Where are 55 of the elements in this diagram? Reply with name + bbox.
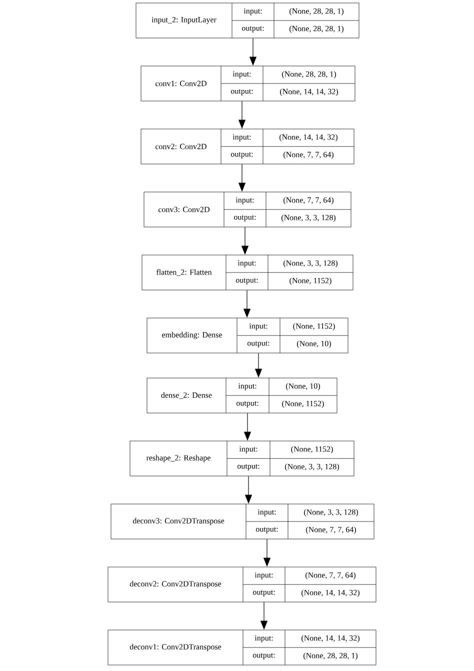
field-label: output: <box>247 341 270 348</box>
layer-name: flatten_2: Flatten <box>156 269 212 276</box>
field-label: input: <box>249 323 268 330</box>
field-label: output: <box>252 590 275 596</box>
field-label: output: <box>230 152 253 158</box>
layer-name: conv2: Conv2D <box>156 144 206 150</box>
shape-value: (None, 28, 28, 1) <box>290 8 344 16</box>
field-label: output: <box>236 401 258 408</box>
shape-value: (None, 1152) <box>291 446 333 454</box>
field-label: output: <box>230 89 253 96</box>
shape-value: (None, 28, 28, 1) <box>290 26 344 33</box>
shape-value: (None, 1152) <box>282 400 324 408</box>
shape-value: (None, 14, 14, 32) <box>302 590 360 597</box>
layer-name: deconv2: Conv2DTranspose <box>130 580 222 588</box>
field-label: input: <box>238 383 256 390</box>
field-label: output: <box>236 278 258 284</box>
shape-value: (None, 10) <box>297 340 331 348</box>
layer-name: reshape_2: Reshape <box>146 454 210 462</box>
shape-value: (None, 1152) <box>290 278 332 285</box>
field-label: input: <box>232 71 251 78</box>
shape-value: (None, 7, 7, 64) <box>306 526 356 534</box>
layer-name: input_2: InputLayer <box>152 16 216 24</box>
layer-name: dense_2: Dense <box>161 392 212 399</box>
shape-value: (None, 3, 3, 128) <box>285 464 339 471</box>
layer-name: deconv3: Conv2DTranspose <box>132 518 224 526</box>
field-label: input: <box>236 197 254 204</box>
shape-value: (None, 28, 28, 1) <box>304 652 358 660</box>
field-label: output: <box>256 527 278 534</box>
shape-value: (None, 3, 3, 128) <box>282 214 336 222</box>
field-label: input: <box>244 8 262 16</box>
field-label: output: <box>234 215 256 222</box>
field-label: output: <box>237 464 260 470</box>
shape-value: (None, 7, 7, 64) <box>284 197 334 204</box>
shape-value: (None, 1152) <box>293 323 335 330</box>
shape-value: (None, 7, 7, 64) <box>284 152 334 159</box>
shape-value: (None, 7, 7, 64) <box>306 572 356 580</box>
layer-name: conv1: Conv2D <box>156 80 206 86</box>
shape-value: (None, 3, 3, 128) <box>304 509 358 516</box>
shape-value: (None, 14, 14, 32) <box>302 635 360 642</box>
field-label: input: <box>239 446 258 454</box>
field-label: input: <box>232 134 251 142</box>
layer-name: embedding: Dense <box>162 332 222 340</box>
shape-value: (None, 14, 14, 32) <box>280 134 338 142</box>
field-label: output: <box>242 26 264 32</box>
layer-name: deconv1: Conv2DTranspose <box>130 644 222 652</box>
field-label: input: <box>238 260 256 268</box>
shape-value: (None, 10) <box>286 383 320 390</box>
field-label: input: <box>258 509 276 516</box>
shape-value: (None, 3, 3, 128) <box>284 260 338 268</box>
layer-name: conv3: Conv2D <box>158 206 210 212</box>
field-label: output: <box>252 653 275 660</box>
shape-value: (None, 28, 28, 1) <box>282 71 336 78</box>
field-label: input: <box>254 572 273 580</box>
field-label: input: <box>254 635 273 642</box>
shape-value: (None, 14, 14, 32) <box>280 88 338 96</box>
